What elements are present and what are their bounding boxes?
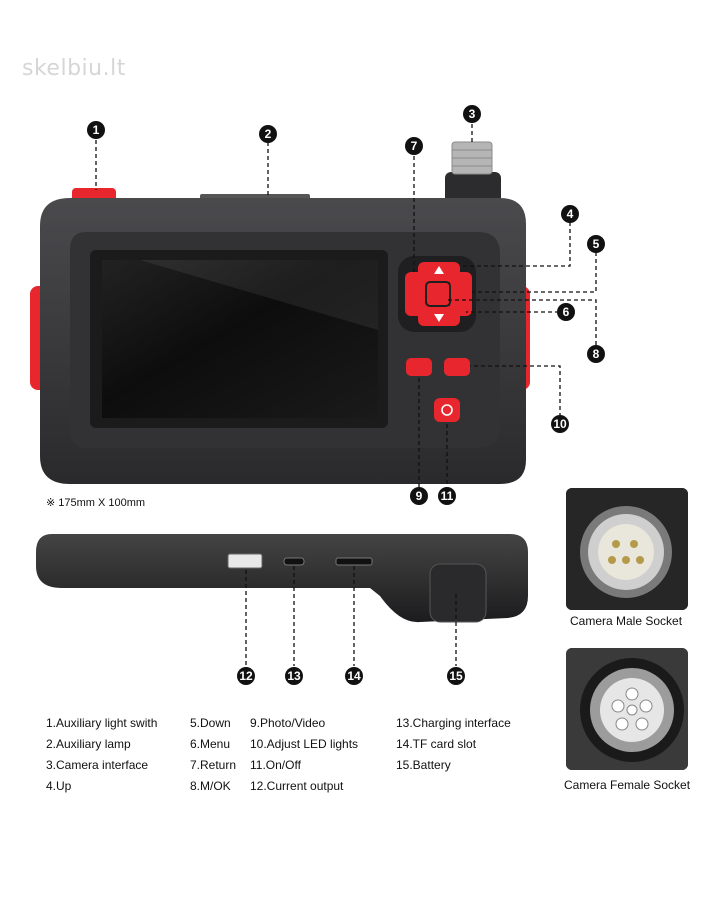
- led-button: [444, 358, 470, 376]
- callout-10: 10: [551, 415, 569, 433]
- tf-card-slot: [335, 557, 373, 566]
- legend-item: 10.Adjust LED lights: [250, 737, 359, 751]
- callout-3: 3: [463, 105, 481, 123]
- svg-text:4: 4: [567, 207, 574, 221]
- callout-9: 9: [410, 487, 428, 505]
- svg-text:11: 11: [441, 489, 454, 503]
- svg-text:14: 14: [347, 669, 361, 683]
- legend-item: 3.Camera interface: [46, 758, 149, 772]
- legend-item: 11.On/Off: [250, 758, 301, 772]
- svg-text:2: 2: [265, 127, 272, 141]
- svg-text:10: 10: [553, 417, 567, 431]
- legend-item: 7.Return: [190, 758, 237, 772]
- leader-lines: [95, 124, 597, 666]
- power-button: [434, 398, 460, 422]
- legend-item: 1.Auxiliary light swith: [46, 716, 158, 730]
- callout-13: 13: [285, 667, 303, 685]
- legend-item: 15.Battery: [396, 758, 451, 772]
- screen: [102, 260, 378, 418]
- svg-text:6: 6: [563, 305, 570, 319]
- legend-item: 2.Auxiliary lamp: [46, 737, 131, 751]
- female-socket-photo: [566, 648, 688, 770]
- callout-1: 1: [87, 121, 105, 139]
- svg-text:12: 12: [239, 669, 253, 683]
- return-button: [450, 272, 472, 316]
- legend-item: 4.Up: [46, 779, 72, 793]
- battery-cover: [429, 563, 487, 623]
- callout-14: 14: [345, 667, 363, 685]
- callout-5: 5: [587, 235, 605, 253]
- charging-port: [283, 557, 305, 566]
- legend-item: 6.Menu: [190, 737, 231, 751]
- svg-text:5: 5: [593, 237, 600, 251]
- callout-11: 11: [438, 487, 456, 505]
- male-socket-caption: Camera Male Socket: [570, 614, 683, 628]
- svg-text:13: 13: [287, 669, 301, 683]
- svg-text:15: 15: [449, 669, 463, 683]
- callout-7: 7: [405, 137, 423, 155]
- menu-button: [405, 272, 427, 316]
- usb-port: [227, 553, 263, 569]
- callout-2: 2: [259, 125, 277, 143]
- svg-text:9: 9: [416, 489, 423, 503]
- legend-item: 8.M/OK: [190, 779, 231, 793]
- legend-item: 9.Photo/Video: [250, 716, 326, 730]
- device-side-view: [36, 534, 528, 623]
- svg-text:3: 3: [469, 107, 476, 121]
- dimensions-note: ※ 175mm X 100mm: [46, 497, 146, 509]
- male-socket-photo: [566, 488, 688, 610]
- legend-item: 12.Current output: [250, 779, 344, 793]
- photo-button: [406, 358, 432, 376]
- callout-6: 6: [557, 303, 575, 321]
- legend-item: 5.Down: [190, 716, 231, 730]
- svg-text:8: 8: [593, 347, 600, 361]
- watermark: skelbiu.lt: [22, 56, 126, 81]
- legend-item: 14.TF card slot: [396, 737, 477, 751]
- female-socket-caption: Camera Female Socket: [564, 778, 691, 792]
- callout-8: 8: [587, 345, 605, 363]
- callout-4: 4: [561, 205, 579, 223]
- svg-text:7: 7: [411, 139, 418, 153]
- svg-text:1: 1: [93, 123, 100, 137]
- ok-button: [425, 281, 451, 307]
- callout-15: 15: [447, 667, 465, 685]
- legend-item: 13.Charging interface: [396, 716, 511, 730]
- camera-connector-base: [445, 172, 501, 206]
- callout-12: 12: [237, 667, 255, 685]
